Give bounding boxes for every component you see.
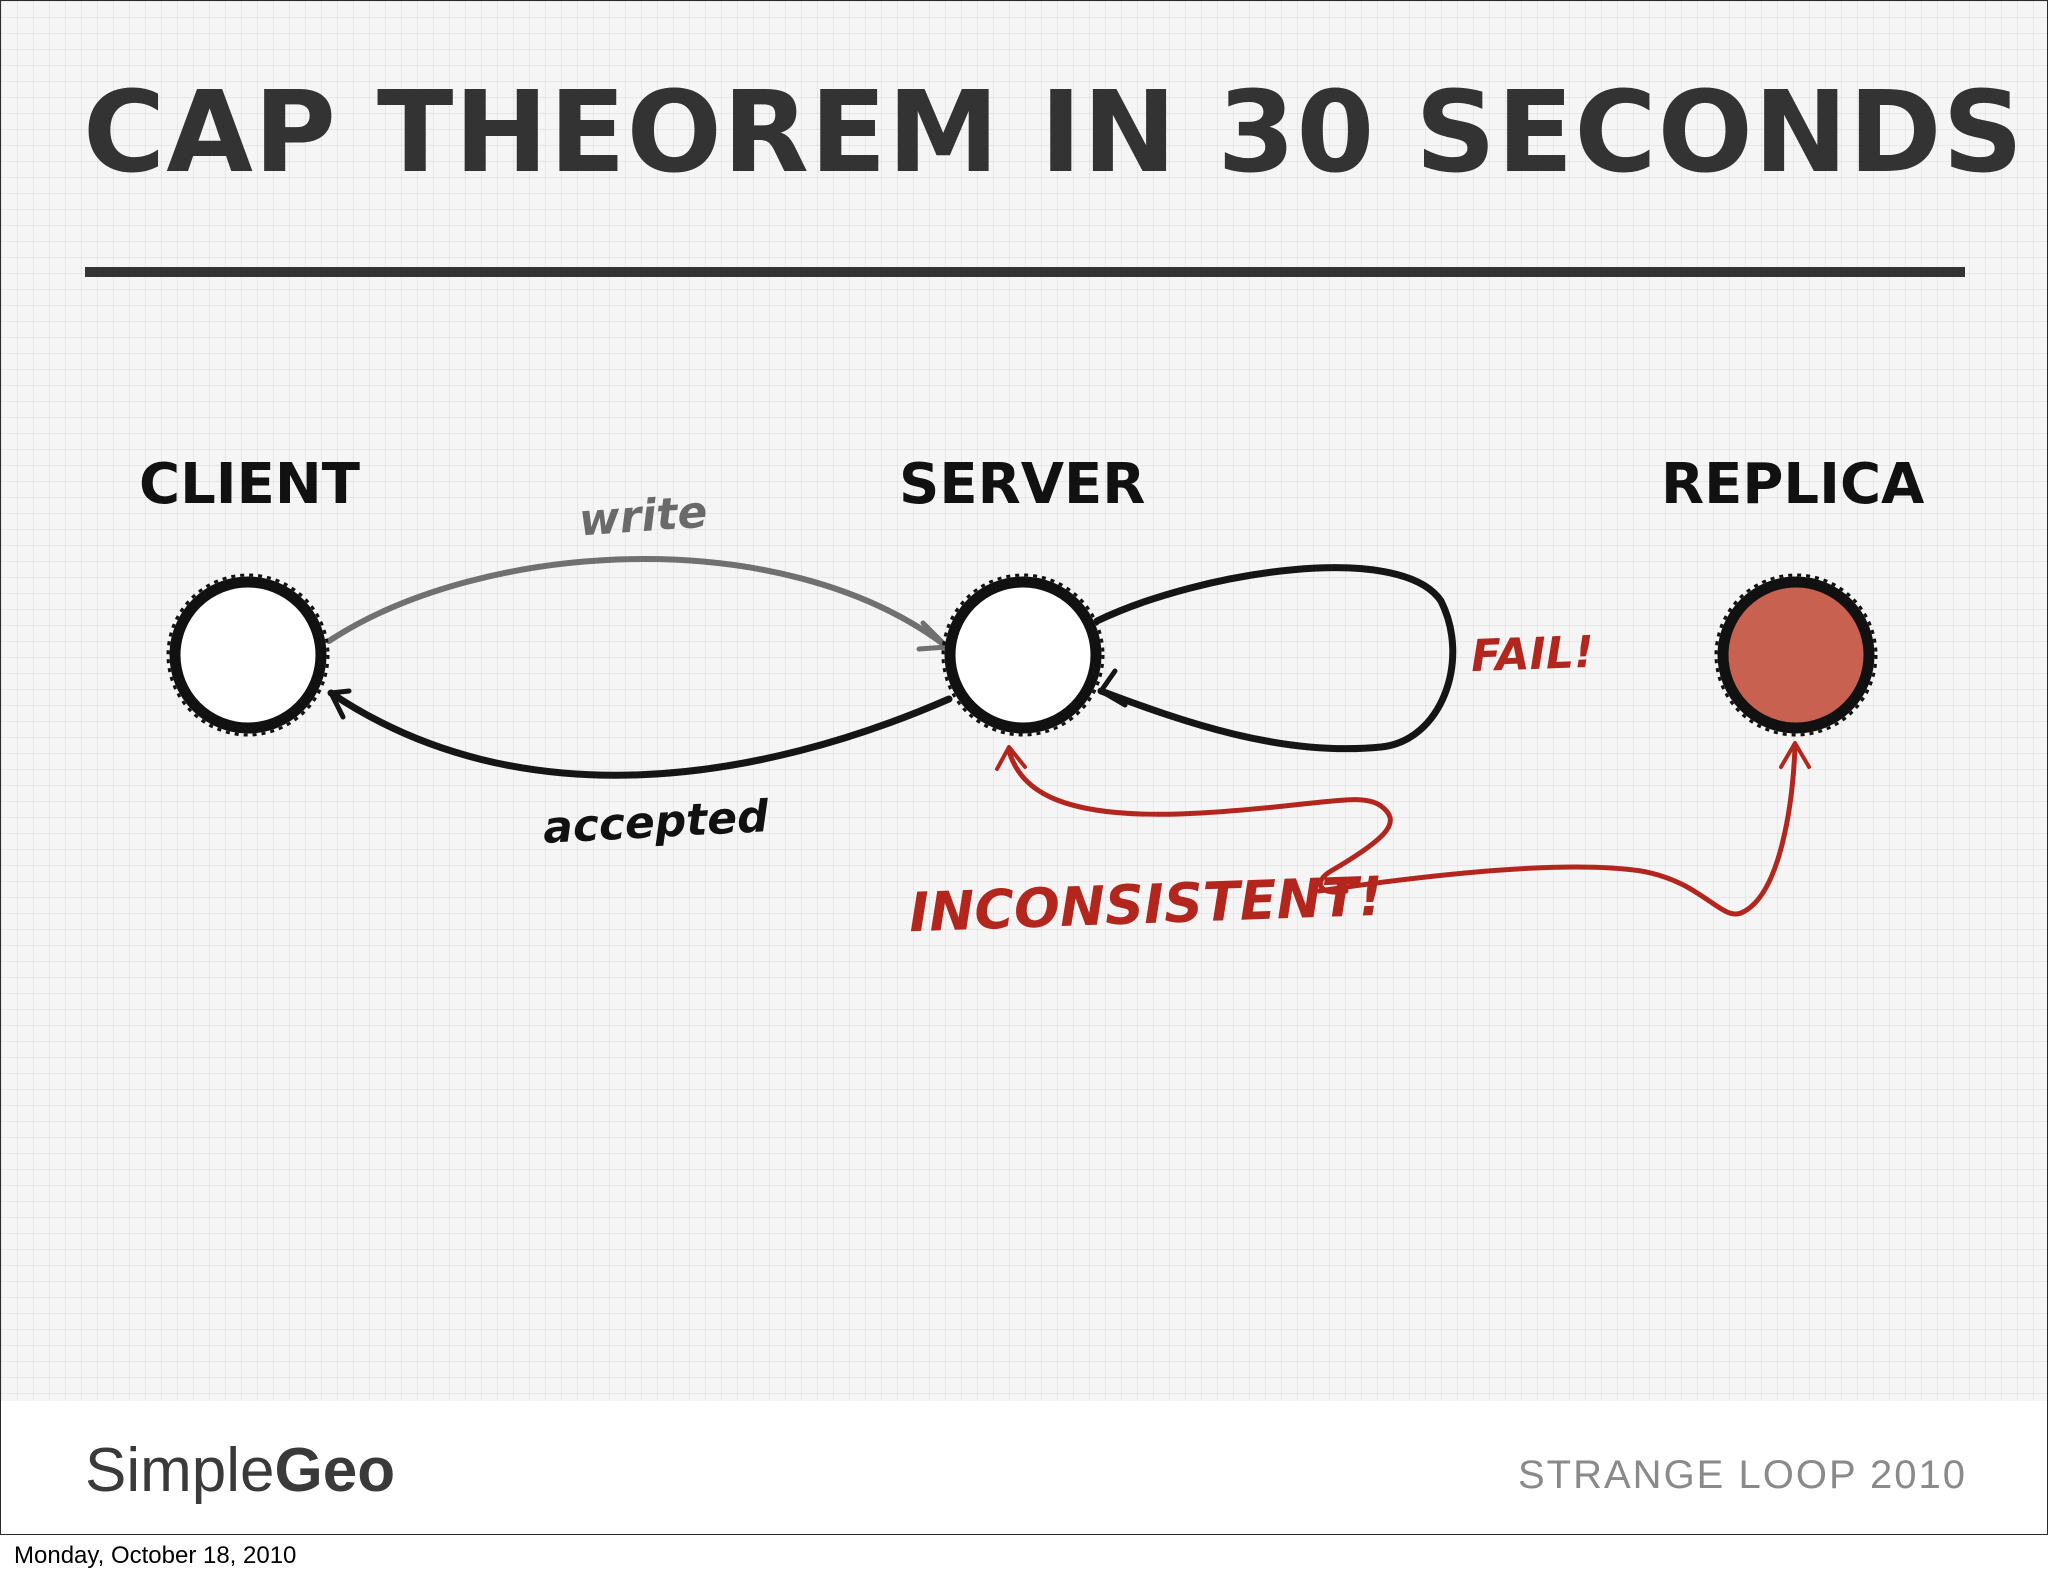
slide-content-area: CAP THEOREM IN 30 SECONDS CLIENT SERVER … xyxy=(1,1,2047,1401)
edge-fail-loop xyxy=(1093,564,1457,753)
edge-fail-arrowhead xyxy=(1098,668,1128,708)
edge-inconsistent-to-replica xyxy=(1316,743,1798,917)
slide: CAP THEOREM IN 30 SECONDS CLIENT SERVER … xyxy=(0,0,2048,1535)
cap-diagram xyxy=(166,556,1878,917)
node-label-client: CLIENT xyxy=(139,452,360,517)
slide-title: CAP THEOREM IN 30 SECONDS xyxy=(83,68,2025,198)
edge-inconsistent-to-server xyxy=(1006,748,1393,895)
node-server-circle xyxy=(944,576,1102,734)
node-replica-circle-rough xyxy=(1714,573,1878,737)
edge-label-fail: FAIL! xyxy=(1470,626,1595,683)
edge-accepted-arrowhead xyxy=(328,688,352,720)
slide-footer: SimpleGeo STRANGE LOOP 2010 xyxy=(1,1401,2047,1534)
node-client-circle-rough xyxy=(166,573,330,737)
date-caption: Monday, October 18, 2010 xyxy=(14,1542,297,1569)
node-label-server: SERVER xyxy=(899,452,1146,517)
node-server-circle-rough xyxy=(941,573,1105,737)
node-label-replica: REPLICA xyxy=(1661,452,1925,517)
title-underline xyxy=(85,267,1965,277)
node-client-circle xyxy=(169,576,327,734)
node-replica-circle xyxy=(1717,576,1875,734)
edge-label-write: write xyxy=(577,486,709,547)
logo-text-geo: Geo xyxy=(274,1436,396,1505)
edge-inconsistent-server-arrowhead xyxy=(995,745,1027,771)
edge-write-arrow xyxy=(326,556,949,649)
conference-label: STRANGE LOOP 2010 xyxy=(1518,1453,1967,1497)
edge-inconsistent-replica-arrowhead xyxy=(1779,741,1811,769)
simplegeo-logo: SimpleGeo xyxy=(85,1431,395,1511)
edge-accepted-arrow xyxy=(327,689,953,779)
logo-text-simple: Simple xyxy=(85,1436,275,1505)
